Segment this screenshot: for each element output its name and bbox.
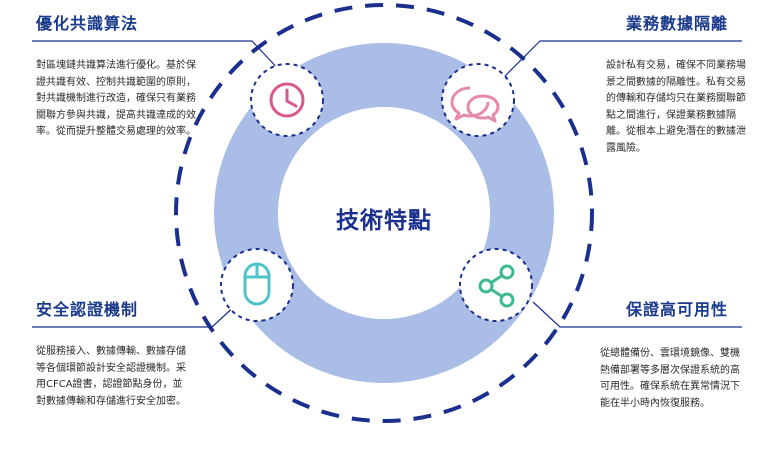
feature-desc-data-isolation: 設計私有交易，確保不同業務場景之間數據的隔離性。私有交易的傳輸和存儲均只在業務關… xyxy=(606,60,746,154)
share-icon-circle xyxy=(459,248,533,322)
connector-line-bottom-right xyxy=(532,301,742,328)
connector-line-top-left xyxy=(32,40,284,75)
chat-bubbles-icon-circle xyxy=(441,63,515,137)
outer-dashed-ring xyxy=(174,3,594,423)
feature-desc-consensus: 對區塊鏈共識算法進行優化。基於保證共識有效、控制共識範圍的原則，對共識機制進行改… xyxy=(36,60,196,137)
feature-title-security-auth: 安全認證機制 xyxy=(36,300,139,319)
connector-line-top-right xyxy=(502,40,742,79)
mouse-icon xyxy=(243,262,271,306)
share-icon xyxy=(478,264,515,308)
clock-icon xyxy=(269,82,305,118)
center-circle xyxy=(278,107,490,319)
clock-icon-circle xyxy=(250,63,324,137)
feature-desc-security-auth: 從服務接入、數據傳輸、數據存儲等各個環節設計安全認證機制。采用CFCA證書，認證… xyxy=(36,346,186,407)
blue-ring xyxy=(214,43,554,383)
mouse-icon-circle xyxy=(220,248,294,322)
feature-desc-high-availability: 從總體備份、雲環境鏡像、雙機熱備部署等多層次保證系統的高可用性。確保系統在異常情… xyxy=(600,348,740,409)
feature-title-data-isolation: 業務數據隔離 xyxy=(626,14,729,33)
center-label: 技術特點 xyxy=(336,208,432,234)
feature-title-consensus: 優化共識算法 xyxy=(36,14,139,33)
chat-bubbles-icon xyxy=(450,86,500,123)
feature-title-high-availability: 保證高可用性 xyxy=(626,300,729,319)
